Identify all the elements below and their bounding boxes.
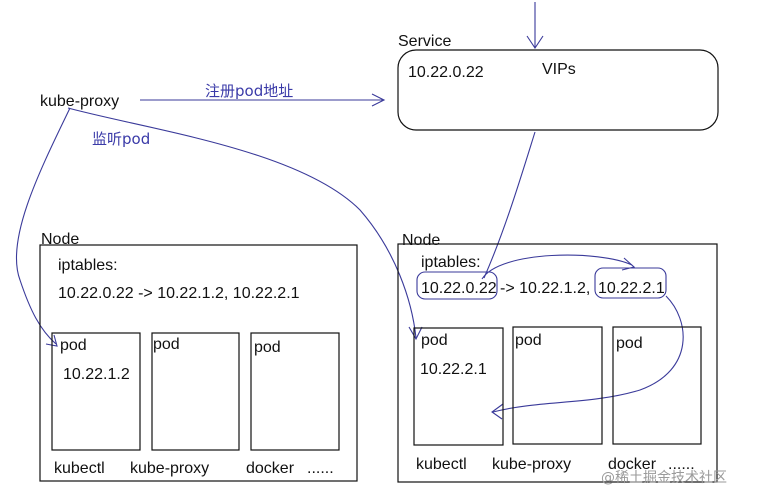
right-node-box xyxy=(397,243,718,483)
right-pod-1-label: pod xyxy=(421,332,448,349)
left-pod-2 xyxy=(151,332,240,451)
left-pod-2-label: pod xyxy=(153,336,180,353)
watch-annotation: 监听pod xyxy=(92,130,150,148)
left-pod-1-ip: 10.22.1.2 xyxy=(63,366,130,383)
left-pod-1-label: pod xyxy=(60,337,87,354)
right-iptables-rule-vip: 10.22.0.22 xyxy=(421,280,497,297)
right-iptables-label: iptables: xyxy=(421,254,481,271)
left-component-kubectl: kubectl xyxy=(54,460,105,477)
watermark: @稀土掘金技术社区 xyxy=(601,470,727,486)
right-component-more: ...... xyxy=(668,456,695,473)
right-pod-1-ip: 10.22.2.1 xyxy=(420,361,487,378)
right-pod-3 xyxy=(612,326,702,445)
left-node-title: Node xyxy=(41,231,79,248)
right-vip-highlight xyxy=(416,271,498,300)
service-vips-label: VIPs xyxy=(542,61,576,78)
right-pod-1 xyxy=(413,327,504,446)
watch-arrow-right-head xyxy=(408,326,423,341)
target-to-pod-arrow xyxy=(492,295,684,413)
left-iptables-label: iptables: xyxy=(58,257,118,274)
left-component-kube-proxy: kube-proxy xyxy=(130,460,209,477)
right-iptables-rule-target: 10.22.2.1 xyxy=(598,280,665,297)
left-iptables-rule: 10.22.0.22 -> 10.22.1.2, 10.22.2.1 xyxy=(58,285,300,302)
right-node-title: Node xyxy=(402,232,440,249)
left-pod-1 xyxy=(51,332,141,451)
watch-arrow-left-head xyxy=(45,334,58,347)
left-pod-3 xyxy=(250,332,340,451)
service-to-iptables-line xyxy=(483,131,536,279)
service-box xyxy=(397,49,719,131)
watch-arrow-left xyxy=(15,107,71,345)
watch-arrow-right xyxy=(67,107,417,339)
iptables-forward-arc-head xyxy=(621,257,636,271)
register-arrow-head xyxy=(371,93,386,107)
right-pod-2 xyxy=(512,326,603,445)
right-component-kube-proxy: kube-proxy xyxy=(492,456,571,473)
service-ip: 10.22.0.22 xyxy=(408,64,484,81)
right-pod-3-label: pod xyxy=(616,335,643,352)
iptables-forward-arc xyxy=(481,254,633,280)
left-pod-3-label: pod xyxy=(254,339,281,356)
left-component-more: ...... xyxy=(307,460,334,477)
right-pod-2-label: pod xyxy=(515,332,542,349)
incoming-traffic-arrow-head xyxy=(526,35,544,49)
kube-proxy-label: kube-proxy xyxy=(40,93,119,110)
left-component-docker: docker xyxy=(246,460,295,477)
right-component-kubectl: kubectl xyxy=(416,456,467,473)
right-component-docker: docker xyxy=(608,456,657,473)
service-title: Service xyxy=(398,33,451,50)
target-to-pod-arrow-head xyxy=(491,403,504,420)
left-node-box xyxy=(39,244,358,482)
register-annotation: 注册pod地址 xyxy=(205,82,293,100)
right-iptables-rule-mid: -> 10.22.1.2, xyxy=(500,280,590,297)
